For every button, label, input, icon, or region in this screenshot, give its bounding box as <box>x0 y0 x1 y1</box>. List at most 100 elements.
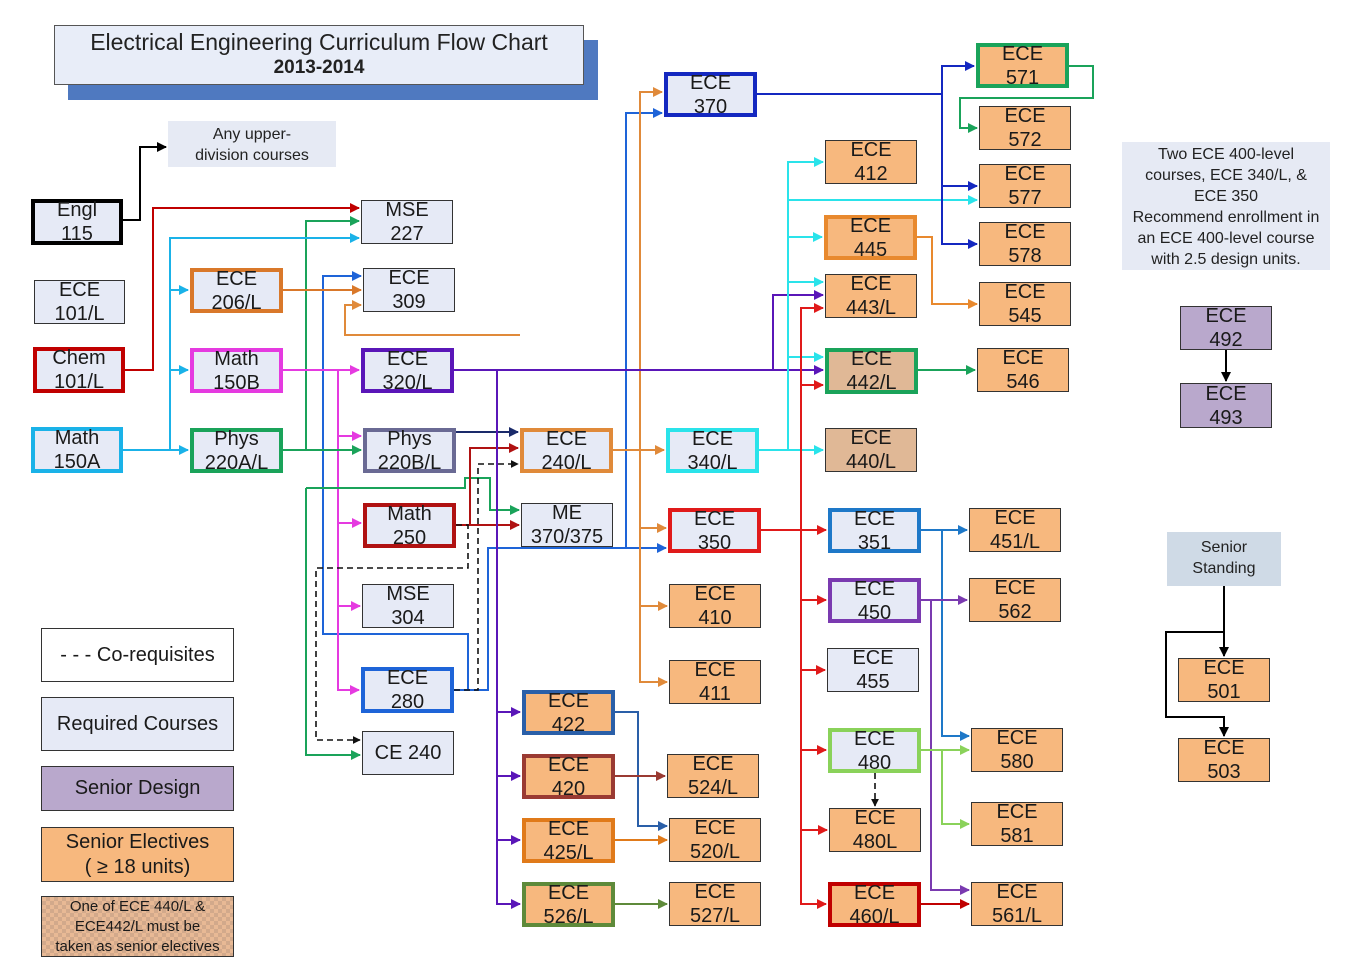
course-number: 571 <box>1005 66 1040 89</box>
course-dept: ECE <box>547 817 590 840</box>
legend-label: ( ≥ 18 units) <box>84 855 191 878</box>
course-dept: ECE <box>852 647 894 669</box>
course-number: 370/375 <box>530 526 604 548</box>
course-dept: Phys <box>214 427 259 450</box>
course-node-ce240: CE 240 <box>362 731 454 775</box>
prereq-arrow-ece350-to-ece480 <box>800 670 827 755</box>
course-number: 304 <box>391 607 425 629</box>
course-number: 562 <box>998 601 1032 623</box>
prereq-arrow-ece480-to-ece581 <box>941 750 970 829</box>
course-number: 101/L <box>54 303 105 325</box>
course-dept: ECE <box>694 817 736 839</box>
course-dept: ECE <box>547 881 590 904</box>
prereq-arrow-chem101-to-mse227 <box>125 203 360 371</box>
course-dept: Phys <box>387 427 432 450</box>
course-dept: ECE <box>386 347 429 370</box>
course-dept: ECE <box>1205 305 1247 327</box>
course-dept: ECE <box>996 727 1038 749</box>
course-dept: ECE <box>994 577 1036 599</box>
course-number: 410 <box>698 607 732 629</box>
course-number: 578 <box>1008 245 1042 267</box>
prereq-arrow-ece351-to-ece580 <box>941 530 970 741</box>
prereq-arrow-phys220a-to-mse227 <box>283 216 360 451</box>
course-number: 220B/L <box>377 451 442 474</box>
prereq-arrow-ece445-to-ece545 <box>917 236 978 309</box>
course-dept: MSE <box>385 199 429 221</box>
course-dept: ECE <box>388 267 430 289</box>
course-dept: ECE <box>996 801 1038 823</box>
prereq-arrow-senior-standing-to-ece503 <box>1165 631 1229 737</box>
course-number: 101/L <box>53 371 105 393</box>
prereq-arrow-ece422-to-ece520 <box>615 711 668 831</box>
prereq-arrow-phys220a-to-ce240 <box>305 488 361 760</box>
course-number: 545 <box>1008 305 1042 327</box>
course-number: 351 <box>857 531 892 554</box>
course-dept: ECE <box>994 507 1036 529</box>
prereq-arrow-ece240-to-ece370 <box>613 87 663 451</box>
course-dept: ECE <box>1205 382 1247 405</box>
coreq-arrow-ece280-to-ece240 <box>454 460 519 691</box>
legend-special-elective: One of ECE 440/L & ECE442/L must be take… <box>41 896 234 957</box>
course-number: 320/L <box>382 371 433 394</box>
course-dept: ECE <box>694 659 736 681</box>
course-number: 350 <box>697 531 732 554</box>
upper-division-note: Any upper-division courses <box>168 121 336 167</box>
course-number: 460/L <box>849 905 900 928</box>
course-dept: ECE <box>1001 42 1044 65</box>
course-number: 480 <box>857 751 892 774</box>
course-number: 450 <box>857 601 892 624</box>
legend-label: One of ECE 440/L & <box>69 897 206 915</box>
prereq-arrow-ece350-to-ece480l <box>800 750 828 835</box>
course-dept: ECE <box>854 807 896 829</box>
upper-division-text: Any upper-division courses <box>195 126 309 164</box>
course-number: 443/L <box>845 297 897 319</box>
course-number: 227 <box>390 223 424 245</box>
prereq-arrow-math150b-to-ece280 <box>337 606 360 695</box>
course-number: 440/L <box>845 451 897 473</box>
legend-label: taken as senior electives <box>55 937 220 955</box>
course-dept: ECE <box>853 577 896 600</box>
course-number: 150B <box>213 371 260 394</box>
course-number: 451/L <box>989 531 1041 553</box>
course-number: 493 <box>1209 406 1243 429</box>
course-dept: Math <box>387 502 432 525</box>
course-dept: CE 240 <box>374 742 442 764</box>
course-dept: ECE <box>1203 737 1245 759</box>
prereq-arrow-ece340-to-ece412 <box>787 157 824 450</box>
course-number: 580 <box>1000 751 1034 773</box>
course-dept: ECE <box>850 348 893 370</box>
prereq-arrow-ece320-to-ece443 <box>454 290 824 371</box>
prereq-arrow-ece280-to-ece370 <box>454 108 663 691</box>
legend-label: - - - Co-requisites <box>60 643 215 666</box>
course-dept: Chem <box>52 347 106 369</box>
prereq-arrow-ece240-to-ece410 <box>639 528 668 611</box>
coreq-arrow-math250-to-ce240 <box>315 524 469 744</box>
course-dept: ECE <box>1004 221 1046 243</box>
course-dept: ECE <box>850 273 892 295</box>
